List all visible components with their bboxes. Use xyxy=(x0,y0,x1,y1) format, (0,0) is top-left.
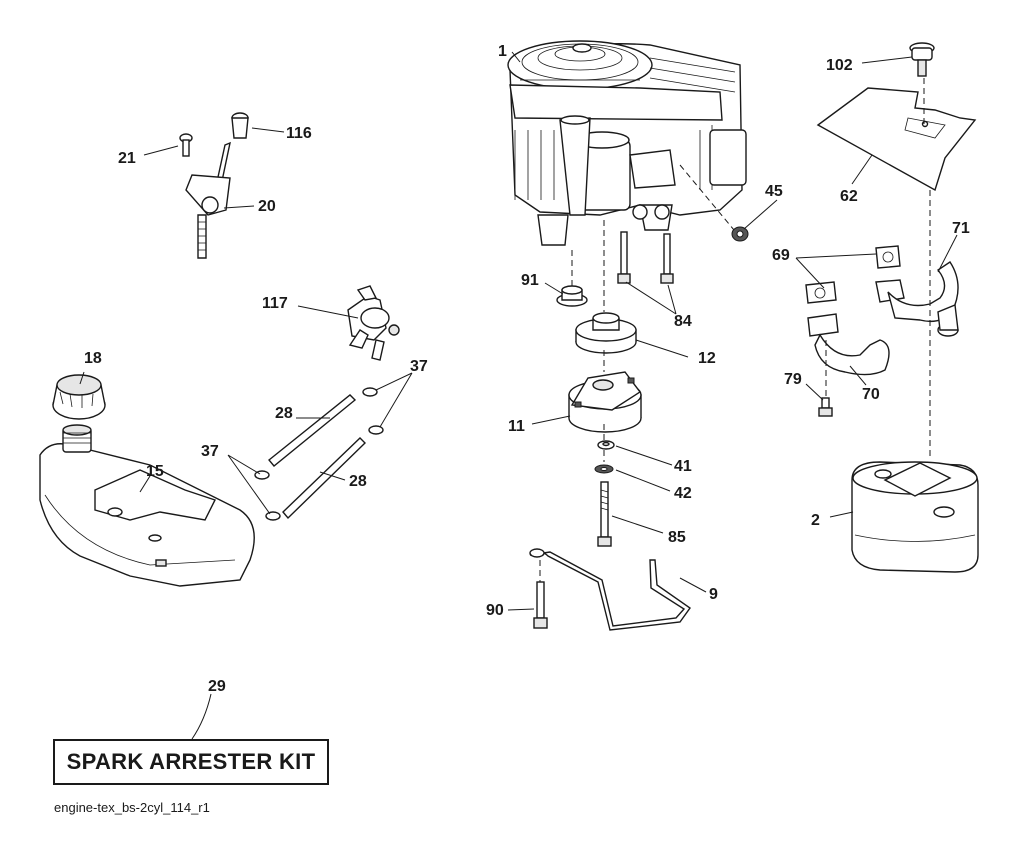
engine-part xyxy=(507,40,747,246)
label-part-21: 21 xyxy=(118,150,136,167)
muffler-part xyxy=(851,461,979,573)
part-labels: 1 102 21 116 20 62 45 71 69 91 84 117 12… xyxy=(84,43,970,695)
spark-arrester-kit-box: SPARK ARRESTER KIT xyxy=(53,739,329,785)
bolt-21 xyxy=(179,133,193,157)
label-part-37-lower: 37 xyxy=(201,443,219,460)
label-part-28-upper: 28 xyxy=(275,405,293,422)
heat-shield-part xyxy=(816,87,977,192)
label-part-45: 45 xyxy=(765,183,783,200)
label-part-2: 2 xyxy=(811,512,820,529)
spark-arrester-kit-label: SPARK ARRESTER KIT xyxy=(66,749,316,774)
pulley-part xyxy=(575,312,637,354)
fuel-valve-part xyxy=(347,285,400,361)
label-part-116: 116 xyxy=(286,125,312,142)
label-part-37-upper: 37 xyxy=(410,358,428,375)
knob-part xyxy=(909,42,935,77)
leader-lines xyxy=(79,51,958,740)
washer-42 xyxy=(594,464,614,474)
washer-41 xyxy=(597,440,615,450)
label-part-62: 62 xyxy=(840,188,858,205)
label-part-15: 15 xyxy=(146,463,164,480)
label-part-18: 18 xyxy=(84,350,102,367)
alignment-lines xyxy=(539,78,931,582)
label-part-102: 102 xyxy=(826,57,853,74)
fuel-tank-part xyxy=(39,424,255,587)
knob-116 xyxy=(231,112,249,139)
spacer-part xyxy=(556,285,588,307)
bolt-79 xyxy=(818,397,833,417)
label-part-29: 29 xyxy=(208,678,226,695)
bolts-84 xyxy=(617,231,674,284)
label-part-20: 20 xyxy=(258,198,276,215)
nut-part xyxy=(731,226,749,242)
bolt-85 xyxy=(597,481,612,547)
throttle-part xyxy=(185,141,231,259)
label-part-9: 9 xyxy=(709,586,718,603)
label-part-41: 41 xyxy=(674,458,692,475)
fuel-cap-part xyxy=(52,374,106,420)
label-part-84: 84 xyxy=(674,313,692,330)
label-part-70: 70 xyxy=(862,386,880,403)
exhaust-pipe-71 xyxy=(875,261,959,337)
label-part-117: 117 xyxy=(262,295,288,312)
diagram-filename: engine-tex_bs-2cyl_114_r1 xyxy=(54,800,210,815)
gasket-part xyxy=(805,245,901,304)
label-part-71: 71 xyxy=(952,220,970,237)
label-part-69: 69 xyxy=(772,247,790,264)
fuel-hose-lower xyxy=(282,437,366,520)
label-part-28-lower: 28 xyxy=(349,473,367,490)
fuel-hose-upper xyxy=(268,394,357,467)
bolt-90 xyxy=(533,581,548,629)
label-part-79: 79 xyxy=(784,371,802,388)
rod-part xyxy=(529,548,691,631)
clutch-part xyxy=(568,371,642,433)
exhaust-pipe-70 xyxy=(807,313,890,376)
label-part-85: 85 xyxy=(668,529,686,546)
label-part-11: 11 xyxy=(508,418,525,435)
label-part-42: 42 xyxy=(674,485,692,502)
label-part-91: 91 xyxy=(521,272,539,289)
label-part-1: 1 xyxy=(498,43,507,60)
label-part-12: 12 xyxy=(698,350,716,367)
label-part-90: 90 xyxy=(486,602,504,619)
